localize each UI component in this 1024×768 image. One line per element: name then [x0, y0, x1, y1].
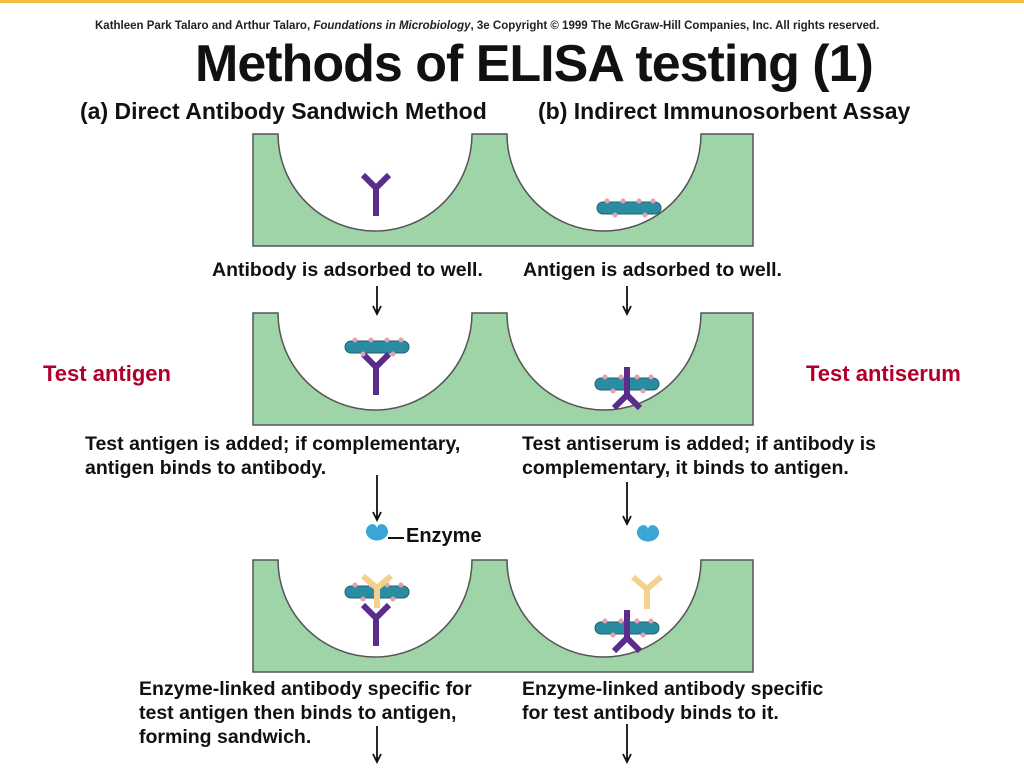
caption-a3-line3: forming sandwich. [139, 726, 312, 748]
arrow-a3 [372, 726, 382, 765]
page-title: Methods of ELISA testing (1) [195, 35, 874, 93]
caption-b2-line1: Test antiserum is added; if antibody is [522, 433, 876, 455]
caption-a2-line1: Test antigen is added; if complementary, [85, 433, 461, 455]
test-antiserum-label: Test antiserum [806, 361, 961, 386]
caption-a3-line1: Enzyme-linked antibody specific for [139, 678, 472, 700]
credit-rest: , 3e Copyright © 1999 The McGraw-Hill Co… [470, 20, 880, 32]
caption-b1: Antigen is adsorbed to well. [523, 259, 782, 281]
caption-b2: Test antiserum is added; if antibody is … [522, 432, 876, 480]
enzyme-label: Enzyme [406, 525, 482, 547]
antigen-b1 [596, 198, 662, 218]
antibody-a1 [363, 175, 389, 216]
arrow-b2 [622, 482, 632, 527]
antigen-a2 [344, 337, 410, 357]
caption-b2-line2: complementary, it binds to antigen. [522, 457, 849, 479]
credit-authors: Kathleen Park Talaro and Arthur Talaro, [95, 20, 311, 32]
caption-b3-line2: for test antibody binds to it. [522, 702, 779, 724]
arrow-b1 [622, 286, 632, 317]
well-row-3 [252, 559, 754, 673]
enzyme-antibody-b3 [633, 577, 661, 609]
method-a-heading: (a) Direct Antibody Sandwich Method [80, 98, 487, 124]
caption-b3: Enzyme-linked antibody specific for test… [522, 677, 823, 725]
caption-a2-line2: antigen binds to antibody. [85, 457, 327, 479]
caption-b3-line1: Enzyme-linked antibody specific [522, 678, 824, 700]
top-rule [0, 0, 1024, 3]
antibody-a3 [363, 605, 389, 646]
enzyme-a3 [365, 524, 389, 541]
test-antigen-label: Test antigen [43, 361, 171, 386]
caption-a2: Test antigen is added; if complementary,… [85, 432, 460, 480]
caption-a3-line2: test antigen then binds to antigen, [139, 702, 457, 724]
antibody-a2 [363, 354, 389, 395]
arrow-a2 [372, 475, 382, 523]
arrow-a1 [372, 286, 382, 317]
enzyme-b3 [636, 525, 660, 542]
caption-a3: Enzyme-linked antibody specific for test… [139, 677, 472, 749]
caption-a1: Antibody is adsorbed to well. [212, 259, 483, 281]
well-row-2 [252, 312, 754, 426]
well-row-1 [252, 133, 754, 247]
method-b-heading: (b) Indirect Immunosorbent Assay [538, 98, 911, 124]
credit-book: Foundations in Microbiology [313, 20, 471, 32]
arrow-b3 [622, 724, 632, 765]
copyright-credit: Kathleen Park Talaro and Arthur Talaro, … [95, 20, 879, 32]
